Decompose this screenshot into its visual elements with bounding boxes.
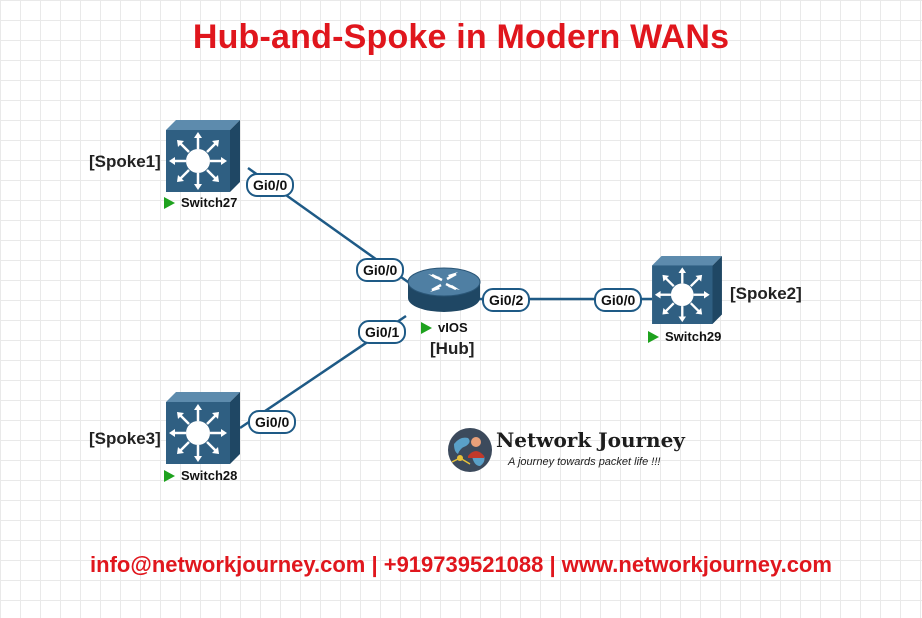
- router-icon: [407, 267, 481, 312]
- spoke1-role-label: [Spoke1]: [89, 152, 161, 171]
- switch29-label[interactable]: Switch29: [648, 329, 721, 344]
- switch28-device[interactable]: [166, 392, 240, 469]
- hub-role-label: [Hub]: [430, 339, 475, 358]
- play-icon: [421, 321, 432, 334]
- spoke2-role-label: [Spoke2]: [730, 284, 802, 303]
- switch27-name: Switch27: [181, 195, 238, 210]
- logo-tagline: A journey towards packet life !!!: [508, 456, 661, 468]
- switch29-name: Switch29: [665, 329, 722, 344]
- footer-contact: info@networkjourney.com | +919739521088 …: [90, 552, 832, 577]
- network-journey-logo: Network Journey A journey towards packet…: [444, 424, 694, 476]
- port-label-switch27-gi0-0: Gi0/0: [246, 173, 295, 197]
- play-icon: [648, 330, 659, 343]
- play-icon: [164, 469, 175, 482]
- port-label-vios-gi0-1: Gi0/1: [358, 320, 407, 344]
- globe-logo-icon: [448, 428, 492, 472]
- layer3-switch-icon: [652, 256, 722, 324]
- logo-title: Network Journey: [496, 428, 685, 452]
- diagram-title: Hub-and-Spoke in Modern WANs: [192, 18, 730, 56]
- vios-router-device[interactable]: [406, 266, 482, 321]
- layer3-switch-icon: [166, 120, 240, 192]
- switch27-label[interactable]: Switch27: [164, 195, 237, 210]
- play-icon: [164, 196, 175, 209]
- layer3-switch-icon: [166, 392, 240, 464]
- port-label-vios-gi0-2: Gi0/2: [482, 288, 531, 312]
- switch28-label[interactable]: Switch28: [164, 468, 237, 483]
- spoke3-role-label: [Spoke3]: [89, 429, 161, 448]
- vios-label[interactable]: vIOS: [421, 320, 468, 335]
- switch29-device[interactable]: [652, 256, 722, 329]
- switch27-device[interactable]: [166, 120, 240, 197]
- port-label-vios-gi0-0: Gi0/0: [356, 258, 405, 282]
- switch28-name: Switch28: [181, 468, 238, 483]
- vios-name: vIOS: [438, 320, 468, 335]
- port-label-switch29-gi0-0: Gi0/0: [594, 288, 643, 312]
- port-label-switch28-gi0-0: Gi0/0: [248, 410, 297, 434]
